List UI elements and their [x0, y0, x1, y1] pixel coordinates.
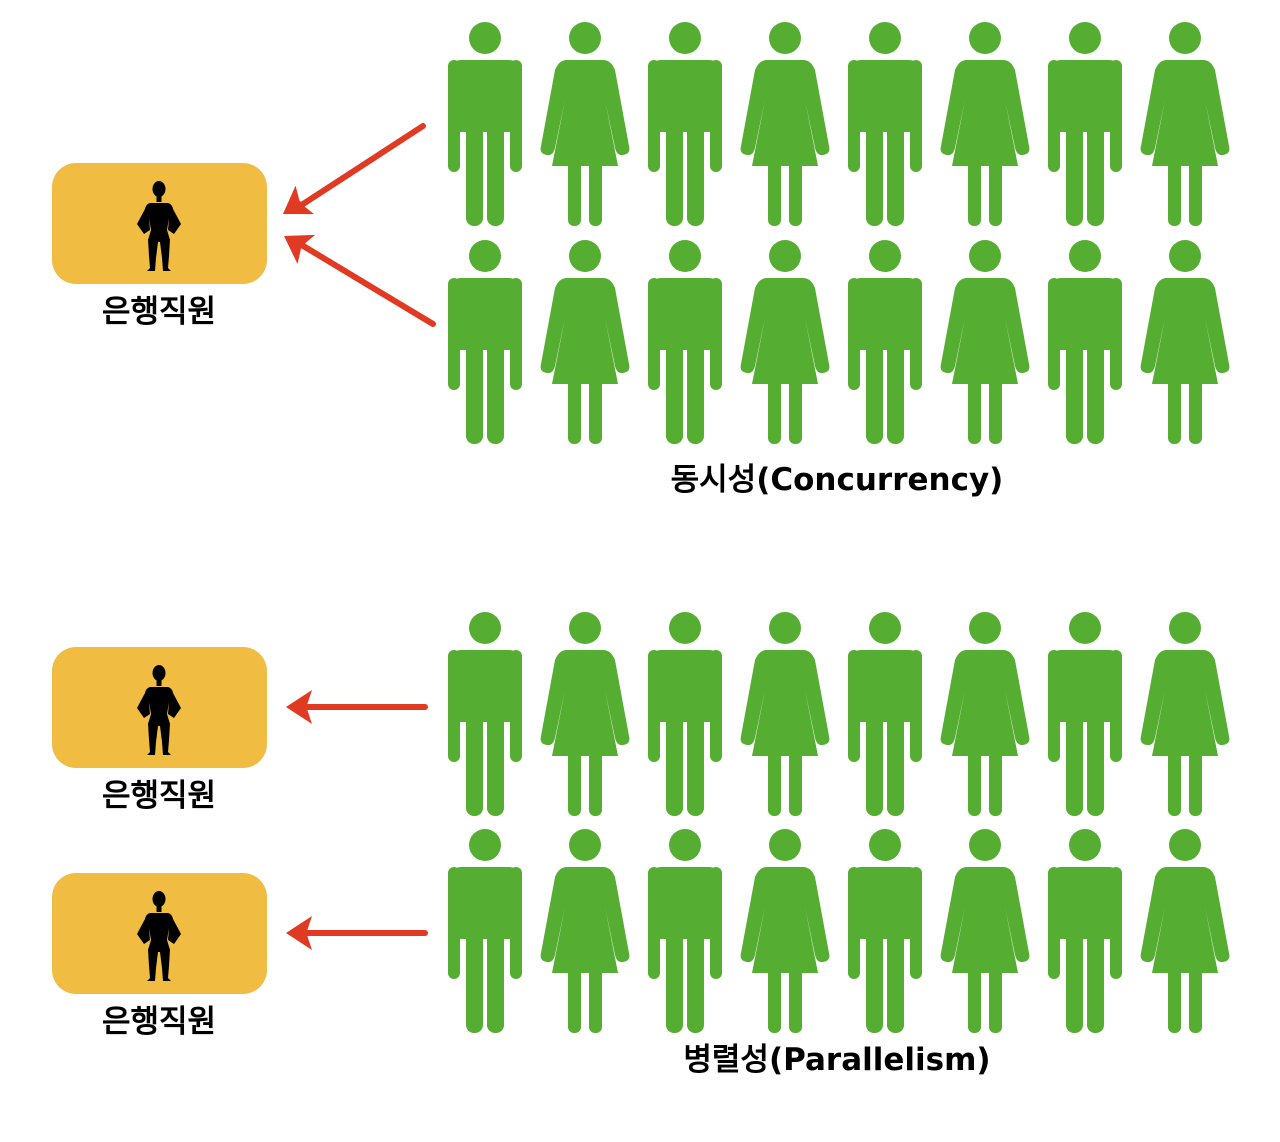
woman-icon [1140, 612, 1230, 816]
parallelism-arrows [286, 690, 428, 950]
man-icon [1048, 240, 1122, 444]
queue-row [448, 829, 1230, 1033]
woman-icon [740, 829, 830, 1033]
woman-icon [740, 22, 830, 226]
man-icon [448, 829, 522, 1033]
woman-icon [540, 22, 630, 226]
parallelism-teller-2: 은행직원 [52, 873, 267, 1040]
woman-icon [1140, 22, 1230, 226]
parallelism-section: 은행직원 은행직원 병렬성(Parallelism) [52, 612, 1230, 1078]
queue-row [448, 22, 1230, 226]
woman-icon [940, 240, 1030, 444]
teller-label: 은행직원 [102, 778, 216, 814]
parallelism-queue [448, 612, 1230, 1033]
woman-icon [1140, 829, 1230, 1033]
man-icon [448, 22, 522, 226]
teller-label: 은행직원 [102, 1004, 216, 1040]
woman-icon [540, 240, 630, 444]
woman-icon [940, 612, 1030, 816]
arrow-left-icon [286, 690, 428, 724]
teller-label: 은행직원 [102, 294, 216, 330]
arrow-left-icon [275, 221, 436, 327]
woman-icon [540, 829, 630, 1033]
man-icon [648, 829, 722, 1033]
parallelism-teller-1: 은행직원 [52, 647, 267, 814]
concurrency-section: 은행직원 동시성(Concurrency) [52, 22, 1230, 498]
man-icon [648, 22, 722, 226]
man-icon [648, 612, 722, 816]
man-icon [448, 612, 522, 816]
concurrency-arrows [273, 123, 436, 327]
man-icon [1048, 612, 1122, 816]
man-icon [848, 22, 922, 226]
concurrency-caption: 동시성(Concurrency) [671, 462, 1004, 498]
man-icon [848, 612, 922, 816]
man-icon [848, 240, 922, 444]
woman-icon [740, 240, 830, 444]
man-icon [1048, 22, 1122, 226]
man-icon [648, 240, 722, 444]
arrow-left-icon [286, 916, 428, 950]
woman-icon [940, 829, 1030, 1033]
concurrency-teller: 은행직원 [52, 163, 267, 330]
queue-row [448, 240, 1230, 444]
man-icon [448, 240, 522, 444]
arrow-left-icon [273, 123, 426, 229]
woman-icon [1140, 240, 1230, 444]
queue-row [448, 612, 1230, 816]
man-icon [1048, 829, 1122, 1033]
woman-icon [540, 612, 630, 816]
woman-icon [740, 612, 830, 816]
parallelism-caption: 병렬성(Parallelism) [683, 1042, 990, 1078]
concurrency-queue [448, 22, 1230, 444]
woman-icon [940, 22, 1030, 226]
man-icon [848, 829, 922, 1033]
